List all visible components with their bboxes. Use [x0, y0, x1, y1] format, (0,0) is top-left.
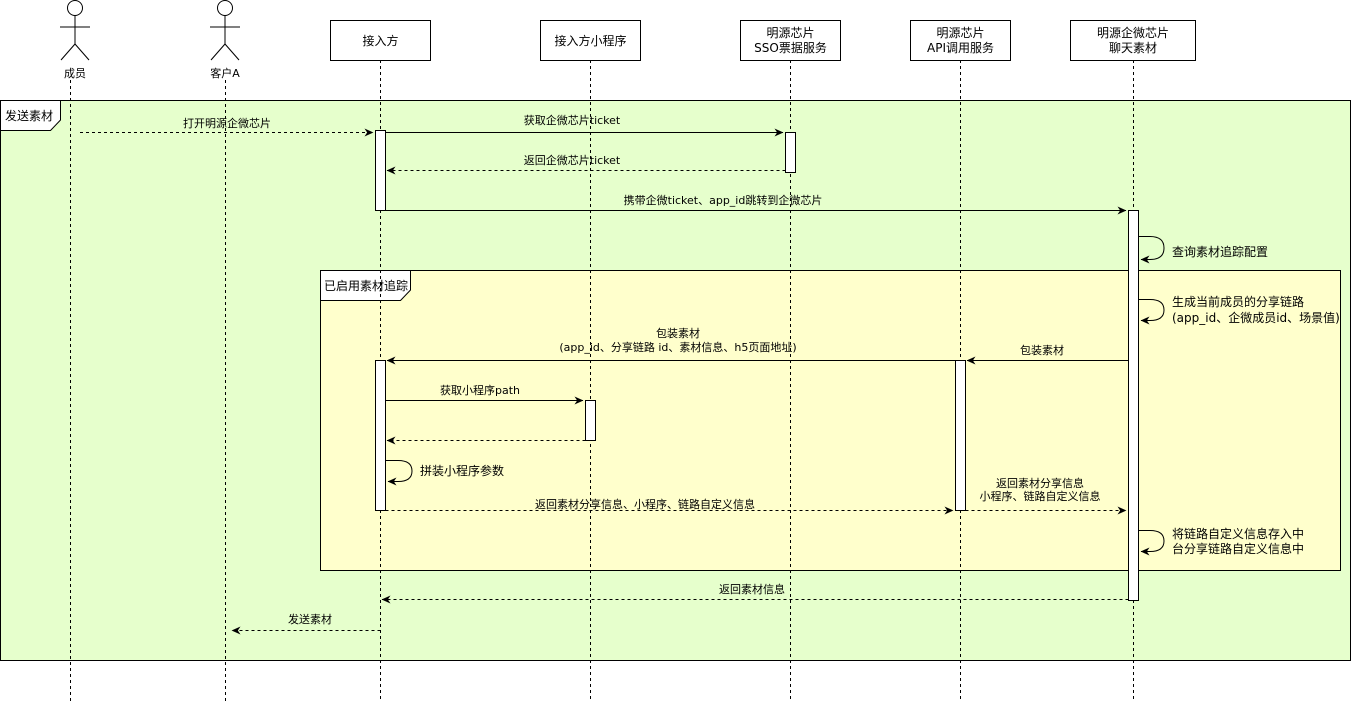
participant-miniprogram-line-1: 接入方小程序 — [554, 33, 626, 48]
message-assemble-params — [385, 460, 413, 486]
message-store-link-info — [1138, 530, 1165, 556]
message-jump-chip-label: 携带企微ticket、app_id跳转到企微芯片 — [624, 193, 823, 207]
message-open-chip-label: 打开明源企微芯片 — [183, 116, 271, 130]
message-generate-link-label-2: (app_id、企微成员id、场景值) — [1172, 310, 1340, 325]
frame-tracking-enabled-label: 已启用素材追踪 — [324, 278, 408, 293]
message-return-ticket-label: 返回企微芯片ticket — [524, 153, 621, 167]
message-send-material-label: 发送素材 — [288, 612, 332, 626]
participant-chat-line-1: 明源企微芯片 — [1097, 25, 1169, 40]
participant-miniprogram-box — [540, 20, 641, 61]
actor-customer-label: 客户A — [210, 66, 240, 80]
frame-tracking-enabled-body — [320, 270, 1341, 571]
message-wrap-to-api-label: 包装素材 — [1020, 343, 1064, 357]
participant-sso-line-1: 明源芯片 — [766, 26, 814, 40]
actor-member-icon — [60, 0, 90, 61]
message-generate-link-arrow — [1138, 299, 1165, 325]
actor-member: 成员 — [60, 0, 90, 80]
message-query-config — [1138, 236, 1165, 264]
activation-integrator-1 — [375, 130, 386, 211]
message-wrap-to-integrator-label-2: (app_id、分享链路 id、素材信息、h5页面地址) — [559, 340, 796, 354]
frame-tracking-enabled-tab — [320, 270, 411, 301]
activation-sso — [785, 132, 796, 173]
participant-sso-box — [740, 20, 841, 61]
activation-integrator-2 — [375, 360, 386, 511]
participant-sso: 明源芯片 SSO票据服务 — [740, 20, 841, 61]
message-assemble-params-label: 拼装小程序参数 — [420, 463, 504, 478]
participant-chat: 明源企微芯片 聊天素材 — [1070, 20, 1196, 61]
activation-miniprogram — [585, 400, 596, 441]
participant-miniprogram: 接入方小程序 — [540, 20, 641, 61]
participant-chat-line-2: 聊天素材 — [1109, 41, 1157, 55]
message-query-config-label: 查询素材追踪配置 — [1172, 244, 1268, 259]
participant-api: 明源芯片 API调用服务 — [910, 20, 1011, 61]
participant-api-line-1: 明源芯片 — [936, 26, 984, 40]
activation-chat — [1128, 210, 1139, 601]
message-generate-link-label-1: 生成当前成员的分享链路 — [1172, 294, 1304, 309]
message-return-share-to-chat-label-2: 小程序、链路自定义信息 — [980, 489, 1101, 503]
actor-customer: 客户A — [210, 0, 240, 80]
frame-send-material-tab — [0, 100, 61, 131]
actor-customer-icon — [210, 0, 240, 61]
actor-member-label: 成员 — [64, 67, 86, 80]
message-wrap-to-integrator-label-1: 包装素材 — [656, 326, 700, 340]
message-return-share-to-chat-label-1: 返回素材分享信息 — [996, 476, 1084, 490]
message-generate-link — [1138, 299, 1165, 325]
message-return-share-to-api-label: 返回素材分享信息、小程序、链路自定义信息 — [535, 497, 755, 511]
participant-api-line-2: API调用服务 — [927, 40, 994, 55]
message-store-link-info-arrow — [1138, 530, 1165, 556]
message-query-config-arrow — [1138, 236, 1165, 264]
frame-tracking-enabled: 已启用素材追踪 — [320, 270, 1341, 571]
message-return-material-label: 返回素材信息 — [719, 582, 785, 596]
frame-send-material-label: 发送素材 — [5, 108, 53, 123]
participant-integrator: 接入方 — [330, 20, 431, 61]
participant-sso-line-2: SSO票据服务 — [754, 40, 827, 55]
participant-integrator-line-1: 接入方 — [362, 33, 398, 48]
message-store-link-info-label-1: 将链路自定义信息存入中 — [1172, 526, 1304, 541]
message-get-path-label: 获取小程序path — [440, 383, 520, 397]
message-get-ticket-label: 获取企微芯片ticket — [524, 113, 621, 127]
message-assemble-params-arrow — [385, 460, 413, 486]
message-store-link-info-label-2: 台分享链路自定义信息中 — [1172, 541, 1304, 556]
participant-api-box — [910, 20, 1011, 61]
activation-api — [955, 360, 966, 511]
participant-chat-box — [1070, 20, 1196, 61]
participant-integrator-box — [330, 20, 431, 61]
